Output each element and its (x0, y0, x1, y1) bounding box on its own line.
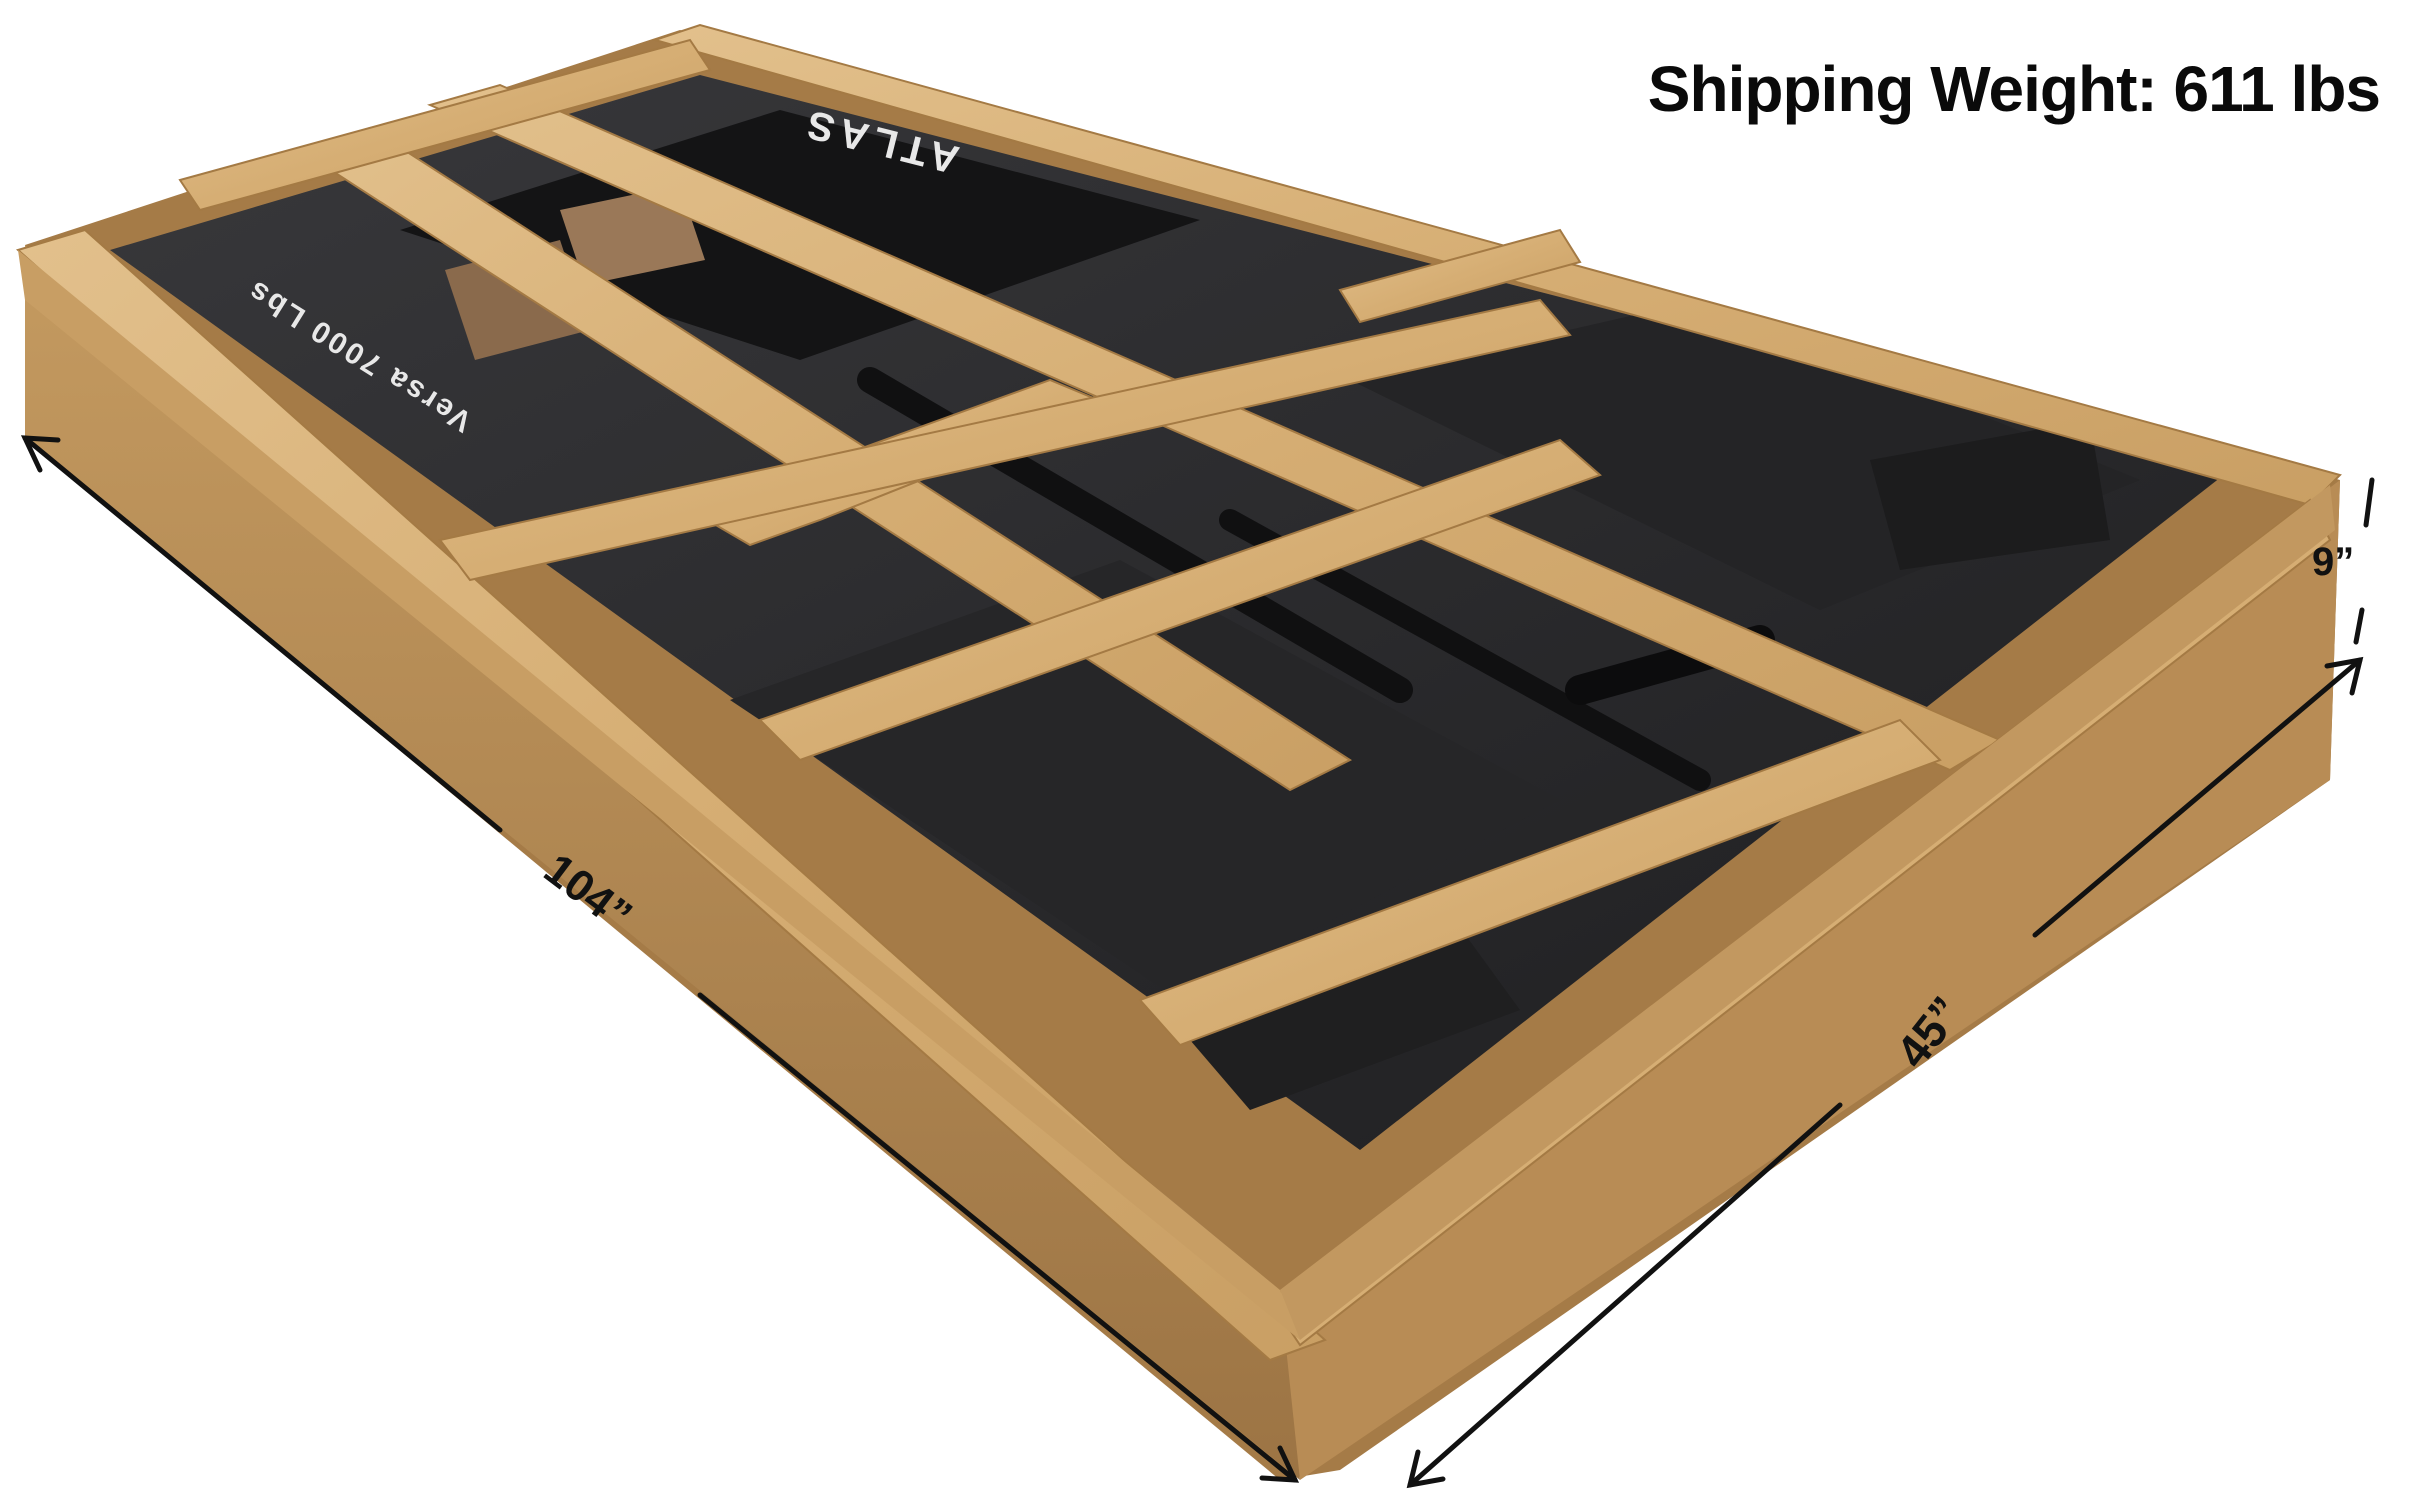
shipping-weight-headline: Shipping Weight: 611 lbs (1647, 53, 2381, 125)
width-arrow (1406, 656, 2364, 1489)
length-arrow (20, 435, 1300, 1483)
crate-frame (18, 250, 2335, 1340)
height-arrow (2353, 477, 2375, 645)
dimension-arrows (20, 435, 2375, 1489)
height-dimension-label: 9” (2312, 540, 2355, 584)
